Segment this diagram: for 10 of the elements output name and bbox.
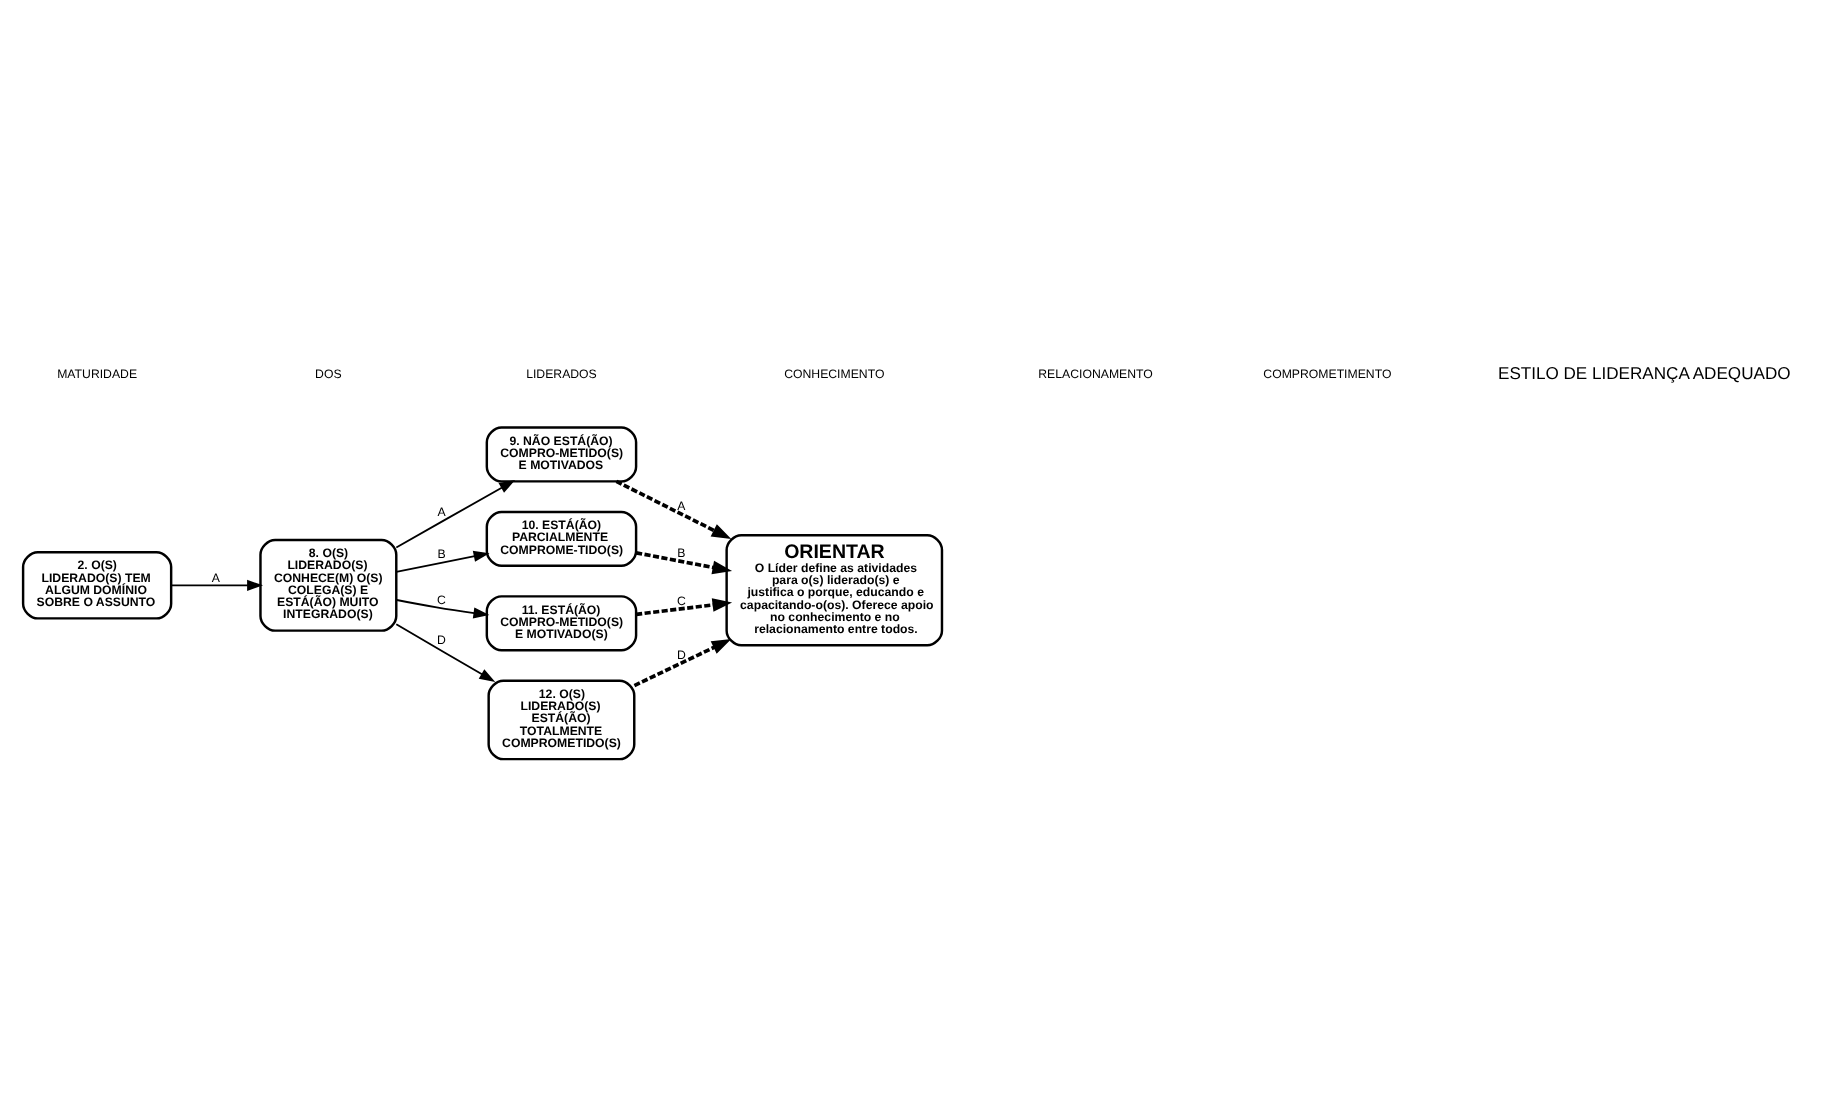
arrow bbox=[614, 478, 731, 539]
arrow bbox=[394, 622, 495, 682]
arrow bbox=[169, 578, 263, 590]
arrow bbox=[632, 638, 731, 687]
arrow bbox=[394, 549, 489, 572]
arrow bbox=[394, 598, 489, 618]
label: ESTILO DE LIDERANÇA ADEQUADO bbox=[1496, 362, 1790, 383]
arrow bbox=[394, 479, 515, 548]
arrow bbox=[635, 597, 732, 616]
arrow bbox=[634, 550, 732, 574]
